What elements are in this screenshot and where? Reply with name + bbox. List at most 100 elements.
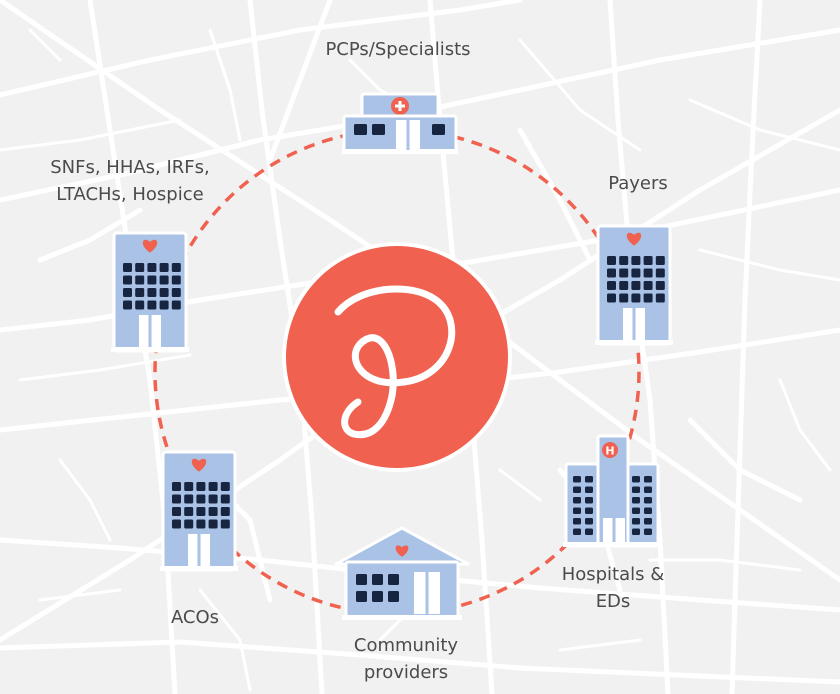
building-base (595, 340, 673, 345)
map-road (247, 0, 325, 694)
heart-icon (142, 239, 158, 253)
window (573, 486, 581, 493)
dashed-connection-circle (153, 128, 641, 616)
house-roof (334, 526, 470, 566)
map-road (37, 207, 143, 263)
window (619, 293, 629, 303)
window (631, 293, 641, 303)
house-heart-building-icon-community (334, 526, 470, 620)
map-street (38, 588, 122, 602)
window (585, 497, 593, 504)
stylized-p-logo-icon (282, 242, 512, 472)
logo-script-p (334, 285, 456, 439)
building-base (160, 566, 238, 571)
window (147, 288, 157, 297)
window (632, 486, 640, 493)
window (372, 574, 383, 585)
window (171, 300, 181, 310)
window (585, 486, 593, 493)
map-street (0, 118, 182, 152)
window (172, 482, 181, 491)
window (388, 591, 399, 602)
map-street (18, 353, 192, 382)
window (607, 281, 616, 290)
window (147, 300, 157, 310)
window (172, 494, 181, 504)
window (159, 263, 169, 272)
window (135, 275, 145, 285)
node-label-acos: ACOs (145, 604, 245, 631)
window (184, 494, 194, 504)
window (220, 482, 230, 491)
window (655, 281, 665, 290)
heart-icon (395, 545, 409, 557)
window (607, 293, 616, 303)
map-road (517, 127, 593, 263)
map-street (198, 588, 252, 692)
window (632, 528, 640, 535)
window (372, 124, 385, 135)
window (147, 263, 157, 272)
label-line: providers (363, 662, 449, 683)
window (643, 281, 653, 290)
window (644, 528, 652, 535)
window (159, 275, 169, 285)
window (643, 268, 653, 278)
map-street (518, 38, 642, 152)
window (196, 519, 206, 529)
window (585, 507, 593, 514)
window (184, 482, 194, 491)
tower-heart-building-icon-payers (595, 224, 673, 346)
window (573, 507, 581, 514)
node-label-community: Community providers (336, 632, 476, 686)
map-street (698, 248, 840, 282)
heart-icon (191, 458, 207, 472)
h-badge (602, 442, 618, 458)
window (573, 518, 581, 525)
map-street (648, 558, 802, 572)
window (196, 507, 206, 516)
building-base (342, 615, 462, 620)
window (632, 518, 640, 525)
node-label-pcps: PCPs/Specialists (298, 36, 498, 63)
window (644, 507, 652, 514)
window (644, 486, 652, 493)
window (208, 519, 218, 529)
node-label-snfs: SNFs, HHAs, IRFs, LTACHs, Hospice (30, 154, 230, 208)
map-street (28, 28, 62, 62)
window (220, 494, 230, 504)
window (573, 497, 581, 504)
window (631, 268, 641, 278)
map-road (0, 639, 840, 685)
map-street (688, 98, 840, 152)
window (196, 482, 206, 491)
window (171, 288, 181, 297)
window (135, 263, 145, 272)
node-label-hospitals: Hospitals & EDs (548, 561, 678, 615)
window (632, 476, 640, 483)
label-line: Community (353, 635, 459, 656)
window (208, 507, 218, 516)
window (388, 574, 399, 585)
heart-icon (626, 232, 642, 246)
window (655, 293, 665, 303)
tower-heart-building-icon-acos (160, 450, 238, 572)
window (644, 476, 652, 483)
cross-h (395, 104, 405, 108)
window (123, 263, 132, 272)
window (208, 494, 218, 504)
window (432, 124, 445, 135)
window (655, 256, 665, 265)
window (585, 518, 593, 525)
window (573, 528, 581, 535)
window (159, 300, 169, 310)
building-base (342, 149, 458, 154)
window (171, 263, 181, 272)
hospital-building-icon-hospitals: H (563, 434, 661, 548)
window (123, 300, 132, 310)
label-line: LTACHs, Hospice (56, 184, 204, 205)
window (644, 497, 652, 504)
window (354, 124, 367, 135)
